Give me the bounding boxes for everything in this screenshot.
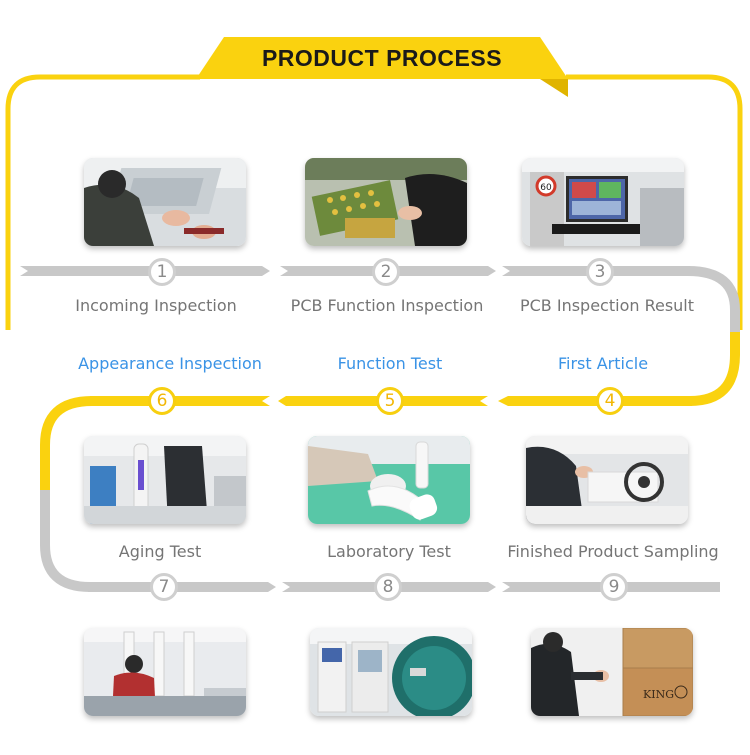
aging-test-photo [84,436,246,524]
step-badge-5: 5 [376,387,404,415]
step-label-6: Appearance Inspection [78,354,262,373]
step-badge-6: 6 [148,387,176,415]
step-badge-3: 3 [586,258,614,286]
assembly-line-photo [84,628,246,716]
step-label-7: Aging Test [118,542,202,561]
step-badge-9: 9 [600,573,628,601]
step-badge-7: 7 [150,573,178,601]
step-label-4: First Article [557,354,649,373]
step-label-1: Incoming Inspection [75,296,237,315]
step-label-8: Laboratory Test [327,542,451,561]
incoming-inspection-photo [84,158,246,246]
step-label-9: Finished Product Sampling [507,542,719,561]
pcb-inspection-result-photo: 60 [522,158,684,246]
speed-sign-text: 60 [540,183,552,193]
step-badge-8: 8 [374,573,402,601]
test-chamber-photo [310,628,472,716]
outer-frame-right [566,74,743,330]
step-badge-1: 1 [148,258,176,286]
step-badge-2: 2 [372,258,400,286]
step-label-5: Function Test [337,354,443,373]
step-badge-4: 4 [596,387,624,415]
banner-fold [540,79,568,97]
title-banner [196,37,568,79]
box-brand-text: KING [643,688,674,701]
outer-frame [5,74,200,330]
page-title: PRODUCT PROCESS [261,44,503,71]
finished-product-sampling-photo [526,436,688,524]
laboratory-test-photo [308,436,470,524]
pcb-function-inspection-photo [305,158,467,246]
step-label-2: PCB Function Inspection [290,296,484,315]
packaging-photo: KING [531,628,693,716]
step-label-3: PCB Inspection Result [519,296,695,315]
